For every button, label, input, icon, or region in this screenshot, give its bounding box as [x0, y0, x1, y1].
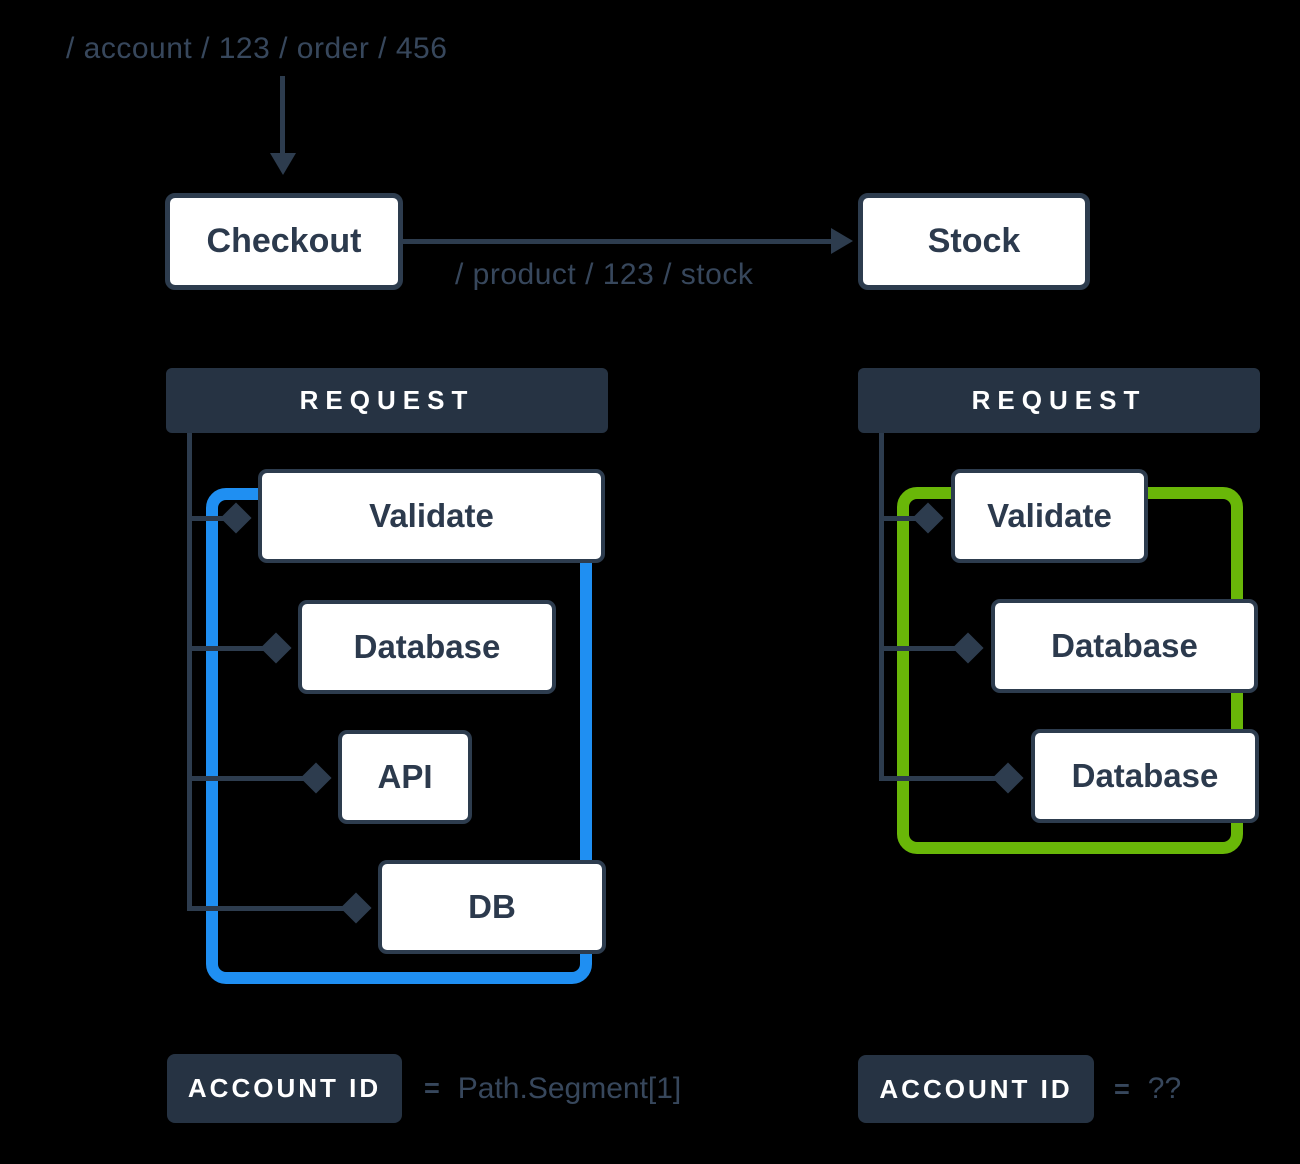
stock-node: Stock — [858, 193, 1090, 290]
right-account-id-tag: ACCOUNT ID — [858, 1055, 1094, 1123]
right-account-id-formula: = ?? — [1114, 1055, 1181, 1123]
left-span-database: Database — [298, 600, 556, 694]
outgoing-request-path: / product / 123 / stock — [455, 258, 754, 291]
left-span-api: API — [338, 730, 472, 824]
left-span-db: DB — [378, 860, 606, 954]
stock-label: Stock — [927, 222, 1021, 260]
right-trace-spine — [879, 433, 884, 780]
checkout-to-stock-arrow-shaft — [403, 239, 833, 244]
right-account-id-value: ?? — [1147, 1072, 1182, 1105]
right-span-validate-label: Validate — [987, 497, 1112, 534]
incoming-request-path: / account / 123 / order / 456 — [66, 32, 448, 65]
checkout-to-stock-arrow-head — [831, 228, 853, 254]
right-account-id-label: ACCOUNT ID — [879, 1073, 1073, 1104]
left-span-database-label: Database — [353, 628, 501, 665]
right-connector-database1 — [879, 646, 972, 651]
left-span-api-label: API — [377, 758, 433, 795]
left-request-header: REQUEST — [166, 368, 608, 433]
left-span-validate: Validate — [258, 469, 605, 563]
left-equals-sign: = — [424, 1073, 440, 1103]
left-connector-database — [187, 646, 280, 651]
down-arrow-head — [270, 153, 296, 175]
right-span-database1-label: Database — [1051, 627, 1198, 664]
left-account-id-label: ACCOUNT ID — [187, 1073, 382, 1103]
right-span-validate: Validate — [951, 469, 1148, 563]
left-request-header-label: REQUEST — [299, 385, 475, 415]
left-span-db-label: DB — [468, 888, 516, 925]
right-span-database2-label: Database — [1071, 757, 1219, 794]
left-account-id-value: Path.Segment[1] — [457, 1071, 682, 1105]
right-connector-validate — [879, 516, 932, 521]
right-span-database1: Database — [991, 599, 1258, 693]
right-span-database2: Database — [1031, 729, 1259, 823]
left-connector-db — [187, 906, 360, 911]
checkout-label: Checkout — [206, 222, 362, 260]
right-request-header: REQUEST — [858, 368, 1260, 433]
right-request-header-label: REQUEST — [971, 385, 1147, 415]
left-trace-spine — [187, 433, 192, 911]
right-account-scope-outline — [897, 487, 1243, 854]
left-connector-api — [187, 776, 320, 781]
right-connector-database2 — [879, 776, 1012, 781]
left-span-validate-label: Validate — [369, 497, 494, 534]
checkout-node: Checkout — [165, 193, 403, 290]
left-account-id-formula: = Path.Segment[1] — [424, 1054, 681, 1123]
right-equals-sign: = — [1114, 1073, 1130, 1104]
left-connector-validate — [187, 516, 240, 521]
left-account-id-tag: ACCOUNT ID — [167, 1054, 402, 1123]
down-arrow-shaft — [280, 76, 285, 156]
